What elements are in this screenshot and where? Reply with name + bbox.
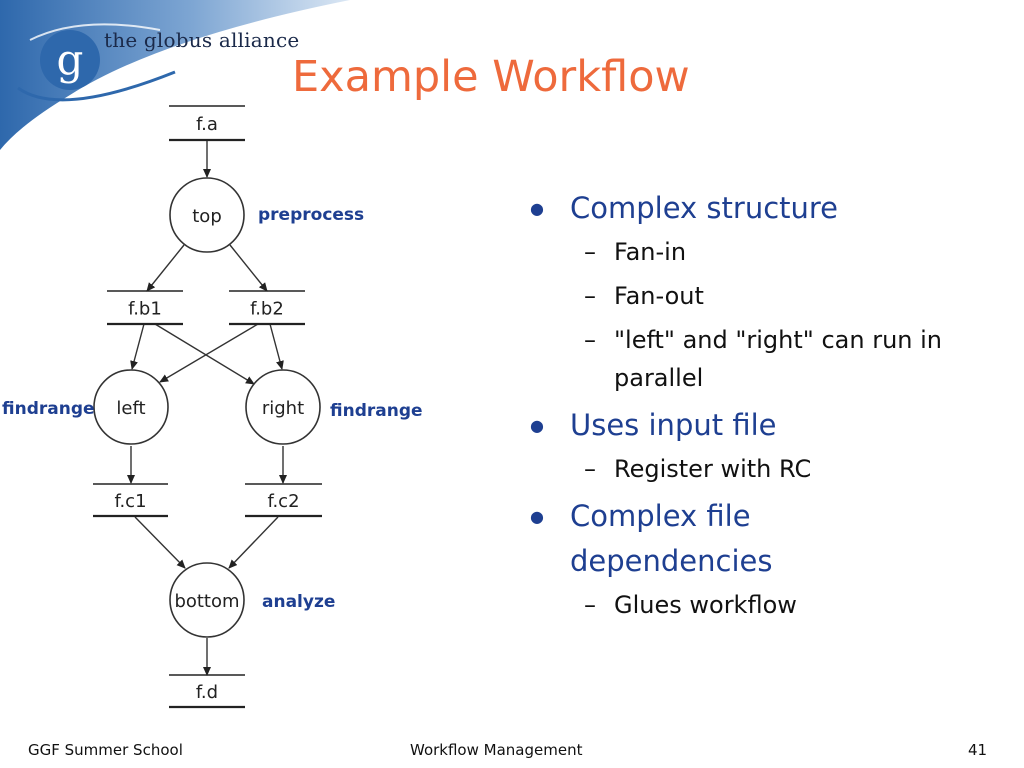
bullet-dot-icon: ● — [530, 199, 544, 218]
sub-bullet-item: –Register with RC — [530, 450, 950, 488]
job-node: left — [93, 369, 169, 445]
label-findrange-left: findrange — [2, 399, 95, 419]
edge-top-fb2 — [229, 244, 268, 292]
label-findrange-right: findrange — [330, 401, 423, 421]
footer-left: GGF Summer School — [28, 741, 183, 759]
file-node: f.b2 — [229, 290, 305, 326]
job-node-label: left — [116, 398, 145, 419]
job-node-label: bottom — [174, 591, 239, 612]
file-node: f.b1 — [107, 290, 183, 326]
file-node: f.d — [169, 674, 245, 709]
dash-icon: – — [584, 455, 596, 483]
sub-bullet-item: –Fan-in — [530, 233, 950, 271]
job-node: right — [245, 369, 321, 445]
bullet-dot-icon: ● — [530, 416, 544, 435]
bullet-list: ●Complex structure –Fan-in –Fan-out –"le… — [530, 186, 950, 630]
file-node-label: f.b1 — [128, 299, 162, 320]
file-node-label: f.c2 — [267, 491, 299, 512]
file-node-label: f.b2 — [250, 299, 284, 320]
logo-letter: g — [57, 35, 84, 84]
file-node-label: f.c1 — [114, 491, 146, 512]
bullet-item: ● Complex file dependencies — [530, 494, 950, 584]
dash-icon: – — [584, 326, 596, 354]
job-node: bottom — [169, 562, 245, 638]
file-node: f.c1 — [93, 483, 168, 518]
label-analyze: analyze — [262, 592, 336, 612]
job-node: top — [169, 177, 245, 253]
edge-fb2-left — [159, 323, 259, 383]
sub-bullet-item: –"left" and "right" can run in parallel — [530, 321, 950, 397]
edge-fc1-bottom — [134, 516, 186, 569]
bullet-item: ● Complex structure — [530, 186, 950, 231]
dash-icon: – — [584, 238, 596, 266]
logo-url: www.globus.org — [220, 53, 327, 68]
bullet-item: ● Uses input file — [530, 403, 950, 448]
edge-top-fb1 — [146, 244, 185, 292]
page-number: 41 — [968, 741, 988, 759]
dash-icon: – — [584, 282, 596, 310]
bullet-text: Complex file dependencies — [570, 499, 773, 578]
edge-fb2-right — [269, 323, 284, 370]
file-node: f.a — [169, 105, 245, 142]
edge-fb1-left — [130, 323, 145, 370]
sub-bullet-text: Fan-in — [614, 238, 687, 266]
dash-icon: – — [584, 591, 596, 619]
globus-logo-icon: g — [17, 23, 176, 102]
logo-wordmark: the globus alliance — [104, 28, 300, 52]
footer-center: Workflow Management — [410, 741, 583, 759]
file-node-label: f.d — [196, 682, 218, 703]
job-node-label: top — [192, 206, 222, 227]
edge-fc2-bottom — [228, 516, 279, 569]
sub-bullet-text: Register with RC — [614, 455, 812, 483]
sub-bullet-text: "left" and "right" can run in parallel — [614, 326, 942, 392]
sub-bullet-text: Glues workflow — [614, 591, 797, 619]
job-node-label: right — [262, 398, 304, 419]
edge-fb1-right — [154, 323, 255, 385]
sub-bullet-item: –Glues workflow — [530, 586, 950, 624]
label-preprocess: preprocess — [258, 205, 365, 225]
file-node-label: f.a — [196, 114, 218, 135]
bullet-dot-icon: ● — [530, 507, 544, 526]
file-node: f.c2 — [245, 483, 322, 518]
bullet-text: Uses input file — [570, 408, 777, 442]
sub-bullet-text: Fan-out — [614, 282, 704, 310]
bullet-text: Complex structure — [570, 191, 839, 225]
sub-bullet-item: –Fan-out — [530, 277, 950, 315]
slide-title: Example Workflow — [292, 52, 690, 102]
